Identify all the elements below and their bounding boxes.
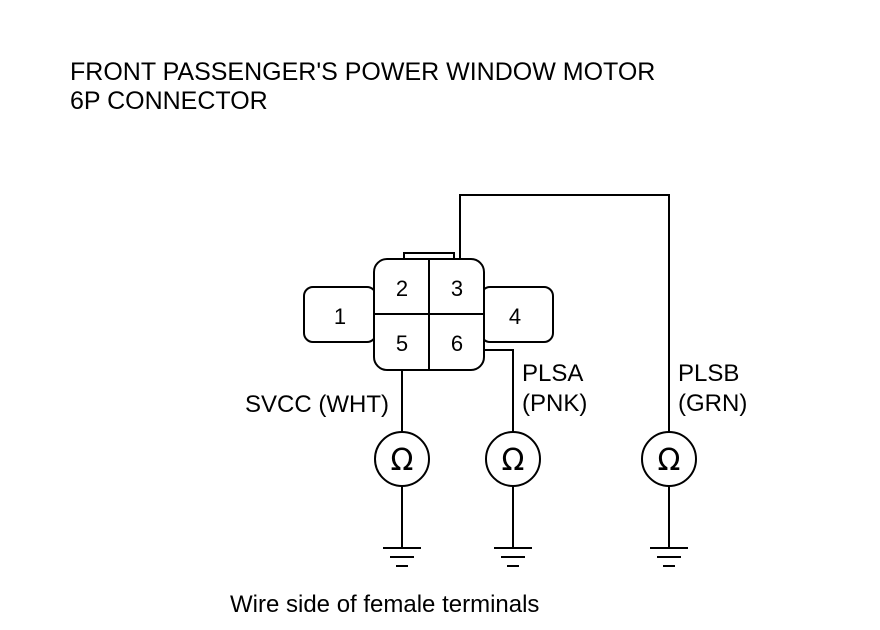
pin-5-label: 5 bbox=[396, 331, 408, 356]
wire-plsa bbox=[484, 349, 514, 432]
label-svcc: SVCC (WHT) bbox=[245, 391, 389, 418]
ground-icon bbox=[650, 547, 688, 567]
ohm-icon: Ω bbox=[658, 443, 681, 478]
pin-2-label: 2 bbox=[396, 276, 408, 301]
label-plsa-name: PLSA bbox=[522, 360, 583, 387]
wire-plsb bbox=[459, 194, 670, 432]
title-line-2: 6P CONNECTOR bbox=[70, 87, 268, 115]
pin-4-label: 4 bbox=[509, 304, 521, 329]
diagram-title: FRONT PASSENGER'S POWER WINDOW MOTOR 6P … bbox=[70, 58, 655, 116]
label-plsb-color: (GRN) bbox=[678, 390, 747, 417]
diagram-caption: Wire side of female terminals bbox=[230, 591, 539, 618]
connector-6p bbox=[303, 252, 554, 371]
ground-icon bbox=[494, 547, 532, 567]
ohm-icon: Ω bbox=[502, 443, 525, 478]
pin-1-label: 1 bbox=[334, 304, 346, 329]
pin-3-label: 3 bbox=[451, 276, 463, 301]
connector-lock-tab bbox=[403, 252, 455, 259]
label-plsb-name: PLSB bbox=[678, 360, 739, 387]
title-line-1: FRONT PASSENGER'S POWER WINDOW MOTOR bbox=[70, 58, 656, 86]
label-plsa-color: (PNK) bbox=[522, 390, 587, 417]
pin-6-label: 6 bbox=[451, 331, 463, 356]
ground-icon bbox=[383, 547, 421, 567]
ohm-icon: Ω bbox=[391, 443, 414, 478]
